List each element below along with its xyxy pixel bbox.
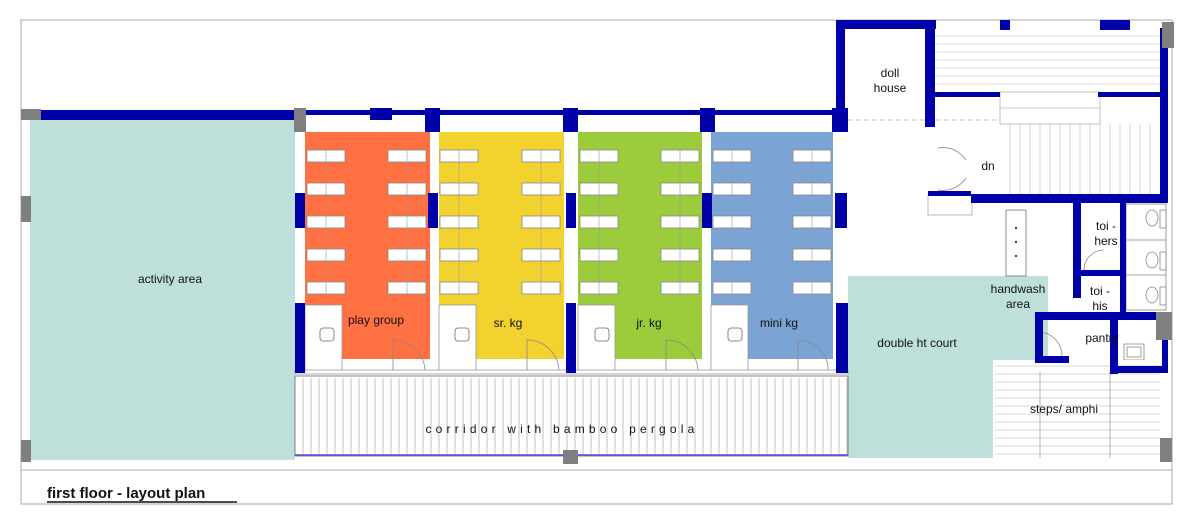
play-group-label: play group (348, 313, 404, 327)
chair (319, 327, 335, 342)
toi-hers-label-2: hers (1094, 234, 1117, 248)
double-ht-court-label: double ht court (877, 336, 957, 350)
plan-title: first floor - layout plan (47, 485, 205, 502)
mini-kg-label: mini kg (760, 316, 798, 330)
activity-area-floor (30, 120, 295, 460)
doll-house-label-2: house (874, 81, 907, 95)
pantry-label: pantry (1085, 331, 1118, 345)
activity-area-label: activity area (138, 272, 202, 286)
drawing-frame (20, 19, 1173, 505)
double-ht-court-floor (848, 276, 1048, 458)
stair-block (848, 28, 1168, 216)
corridor-label: corridor with bamboo pergola (425, 422, 698, 436)
toi-his-label-2: his (1092, 299, 1107, 313)
corridor-pergola (294, 375, 849, 457)
handwash-label: handwash (991, 282, 1046, 296)
steps-amphi-label: steps/ amphi (1030, 402, 1098, 416)
chair (594, 327, 610, 342)
walls (22, 20, 1168, 374)
toi-hers-label: toi - (1096, 219, 1116, 233)
doll-house-label: doll (881, 66, 900, 80)
sr-kg-label: sr. kg (494, 316, 523, 330)
dn-label: dn (981, 159, 994, 173)
chair (727, 327, 743, 342)
jr-kg-label: jr. kg (635, 316, 661, 330)
handwash-label-2: area (1006, 297, 1030, 311)
toi-his-label: toi - (1090, 284, 1110, 298)
chair (454, 327, 470, 342)
columns (21, 22, 1174, 464)
steps-amphi (993, 360, 1168, 458)
classroom-doors (392, 339, 829, 373)
